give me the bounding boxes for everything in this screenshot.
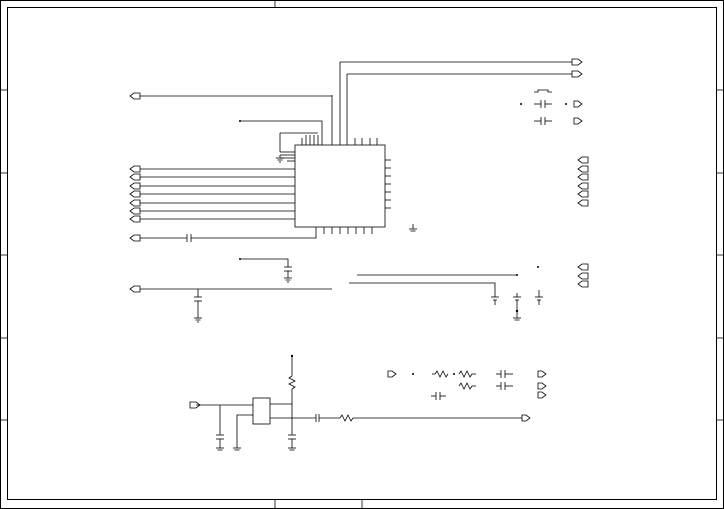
ground-icon	[288, 447, 296, 451]
ground-icon	[409, 224, 417, 232]
capacitor-icon	[513, 296, 521, 301]
port-flag-icon	[537, 370, 547, 378]
capacitor-icon	[540, 117, 546, 125]
net-config	[239, 120, 323, 159]
port-flag-icon	[129, 207, 141, 215]
ground-icon	[513, 317, 521, 321]
port-flag-icon	[577, 182, 589, 190]
net-coupling-left	[129, 234, 317, 242]
capacitor-icon	[216, 434, 224, 440]
port-flag-icon	[577, 190, 589, 198]
capacitor-icon	[284, 266, 292, 272]
net-mid-supply	[239, 258, 292, 283]
port-flag-icon	[577, 173, 589, 181]
left-port-bus	[129, 165, 295, 223]
port-flag-icon	[521, 414, 531, 422]
port-flag-icon	[571, 58, 583, 66]
port-flag-icon	[573, 117, 583, 125]
port-flag-icon	[537, 382, 547, 390]
port-flag-icon	[129, 165, 141, 173]
resistor-icon	[458, 370, 473, 378]
port-flag-icon	[577, 272, 589, 280]
port-flag-icon	[537, 391, 547, 399]
port-flag-icon	[189, 401, 201, 409]
capacitor-icon	[500, 382, 506, 390]
capacitor-icon	[500, 370, 506, 378]
resistor-icon	[434, 370, 449, 378]
ground-icon	[233, 447, 241, 451]
resistor-icon	[339, 414, 354, 422]
ground-icon	[276, 155, 284, 163]
port-flag-icon	[129, 92, 141, 100]
port-flag-icon	[129, 182, 141, 190]
capacitor-icon	[435, 392, 441, 400]
net-top-right	[340, 58, 583, 78]
right-port-column	[577, 156, 589, 288]
capacitor-icon	[491, 296, 499, 301]
capacitor-icon	[535, 296, 543, 301]
net-left-upper	[129, 92, 332, 100]
port-flag-icon	[129, 285, 141, 293]
port-flag-icon	[573, 100, 583, 108]
port-flag-icon	[129, 199, 141, 207]
port-flag-icon	[129, 190, 141, 198]
main-ic	[287, 62, 391, 234]
port-flag-icon	[571, 70, 583, 78]
net-mid-left	[129, 285, 332, 323]
resistor-icon	[458, 382, 473, 390]
ground-icon	[194, 317, 202, 323]
capacitor-icon	[194, 296, 202, 302]
lower-circuit	[189, 354, 531, 451]
port-flag-icon	[577, 156, 589, 164]
port-flag-icon	[129, 234, 141, 242]
lower-right-cluster	[387, 370, 547, 400]
ic-bottom-pins	[315, 227, 373, 234]
ic-right-pins	[385, 159, 391, 209]
port-flag-icon	[129, 215, 141, 223]
ic-left-pins	[287, 151, 295, 162]
port-flag-icon	[387, 370, 397, 378]
inductor-icon	[534, 89, 552, 93]
capacitor-icon	[288, 434, 296, 440]
port-flag-icon	[577, 199, 589, 207]
capacitor-icon	[315, 414, 320, 422]
port-flag-icon	[577, 165, 589, 173]
ic-top-pins	[301, 62, 378, 145]
port-flag-icon	[129, 173, 141, 181]
capacitor-icon	[186, 234, 192, 242]
upper-right-cluster	[520, 89, 583, 125]
port-flag-icon	[577, 263, 589, 271]
capacitor-icon	[540, 100, 546, 108]
net-mid-right	[349, 266, 543, 321]
ground-icon	[284, 277, 292, 283]
ic-package-icon	[294, 144, 386, 228]
resistor-icon	[288, 375, 296, 390]
ic-package-icon	[252, 397, 271, 425]
port-flag-icon	[577, 280, 589, 288]
ground-icon	[216, 447, 224, 451]
